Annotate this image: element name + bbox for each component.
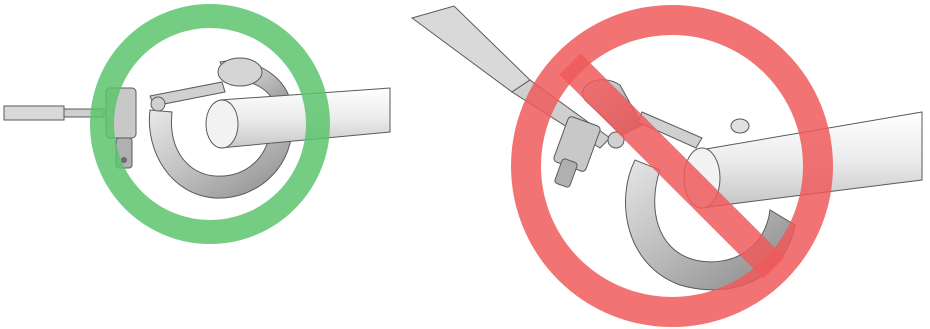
correct-hook-illustration — [0, 0, 400, 329]
tube — [206, 88, 390, 148]
incorrect-panel — [410, 0, 930, 329]
correct-panel — [0, 0, 400, 329]
tube-bolt — [731, 119, 749, 133]
cable-rod — [4, 106, 104, 120]
incorrect-hook-illustration — [410, 0, 930, 329]
